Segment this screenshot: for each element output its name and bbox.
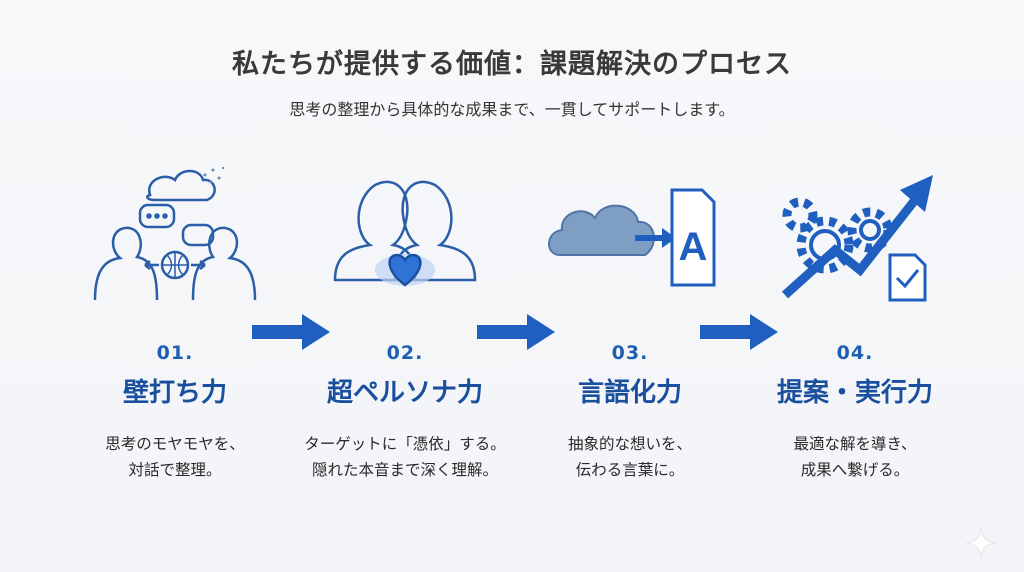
- page-title: 私たちが提供する価値：課題解決のプロセス: [232, 49, 792, 80]
- sparkle-icon: [966, 528, 996, 558]
- step-number: 04.: [836, 342, 874, 364]
- step-name: 壁打ち力: [122, 378, 227, 408]
- arrow-right-icon: [700, 314, 778, 350]
- gears-growth-icon: [781, 175, 933, 302]
- step-2: 02. 超ペルソナ力 ターゲットに「憑依」する。 隠れた本音まで深く理解。: [290, 160, 520, 483]
- step-name: 言語化力: [577, 378, 682, 408]
- step-description: 思考のモヤモヤを、 対話で整理。: [60, 431, 290, 483]
- empathy-heart-icon: [333, 180, 477, 287]
- step-description: 最適な解を導き、 成果へ繋げる。: [740, 431, 970, 483]
- desc-line: 隠れた本音まで深く理解。: [311, 461, 498, 479]
- desc-line: 思考のモヤモヤを、: [105, 435, 245, 453]
- svg-text:A: A: [679, 225, 708, 269]
- desc-line: ターゲットに「憑依」する。: [304, 435, 506, 453]
- cloud-to-document-icon: A: [548, 188, 716, 287]
- step-3: A 03. 言語化力 抽象的な想いを、 伝わる言葉に。: [515, 160, 745, 483]
- step-4: 04. 提案・実行力 最適な解を導き、 成果へ繋げる。: [740, 160, 970, 483]
- desc-line: 対話で整理。: [128, 461, 222, 479]
- desc-line: 伝わる言葉に。: [575, 461, 685, 479]
- dialogue-icon: [93, 166, 257, 301]
- page-subtitle: 思考の整理から具体的な成果まで、一貫してサポートします。: [289, 100, 735, 119]
- step-name: 提案・実行力: [776, 378, 933, 408]
- step-description: ターゲットに「憑依」する。 隠れた本音まで深く理解。: [290, 431, 520, 483]
- desc-line: 最適な解を導き、: [793, 435, 917, 453]
- step-number: 03.: [611, 342, 649, 364]
- arrow-right-icon: [252, 314, 330, 350]
- step-description: 抽象的な想いを、 伝わる言葉に。: [515, 431, 745, 483]
- step-name: 超ペルソナ力: [326, 378, 483, 408]
- desc-line: 抽象的な想いを、: [567, 435, 692, 453]
- desc-line: 成果へ繋げる。: [800, 461, 910, 479]
- step-number: 02.: [386, 342, 424, 364]
- arrow-right-icon: [477, 314, 555, 350]
- step-number: 01.: [156, 342, 194, 364]
- step-1: 01. 壁打ち力 思考のモヤモヤを、 対話で整理。: [60, 160, 290, 483]
